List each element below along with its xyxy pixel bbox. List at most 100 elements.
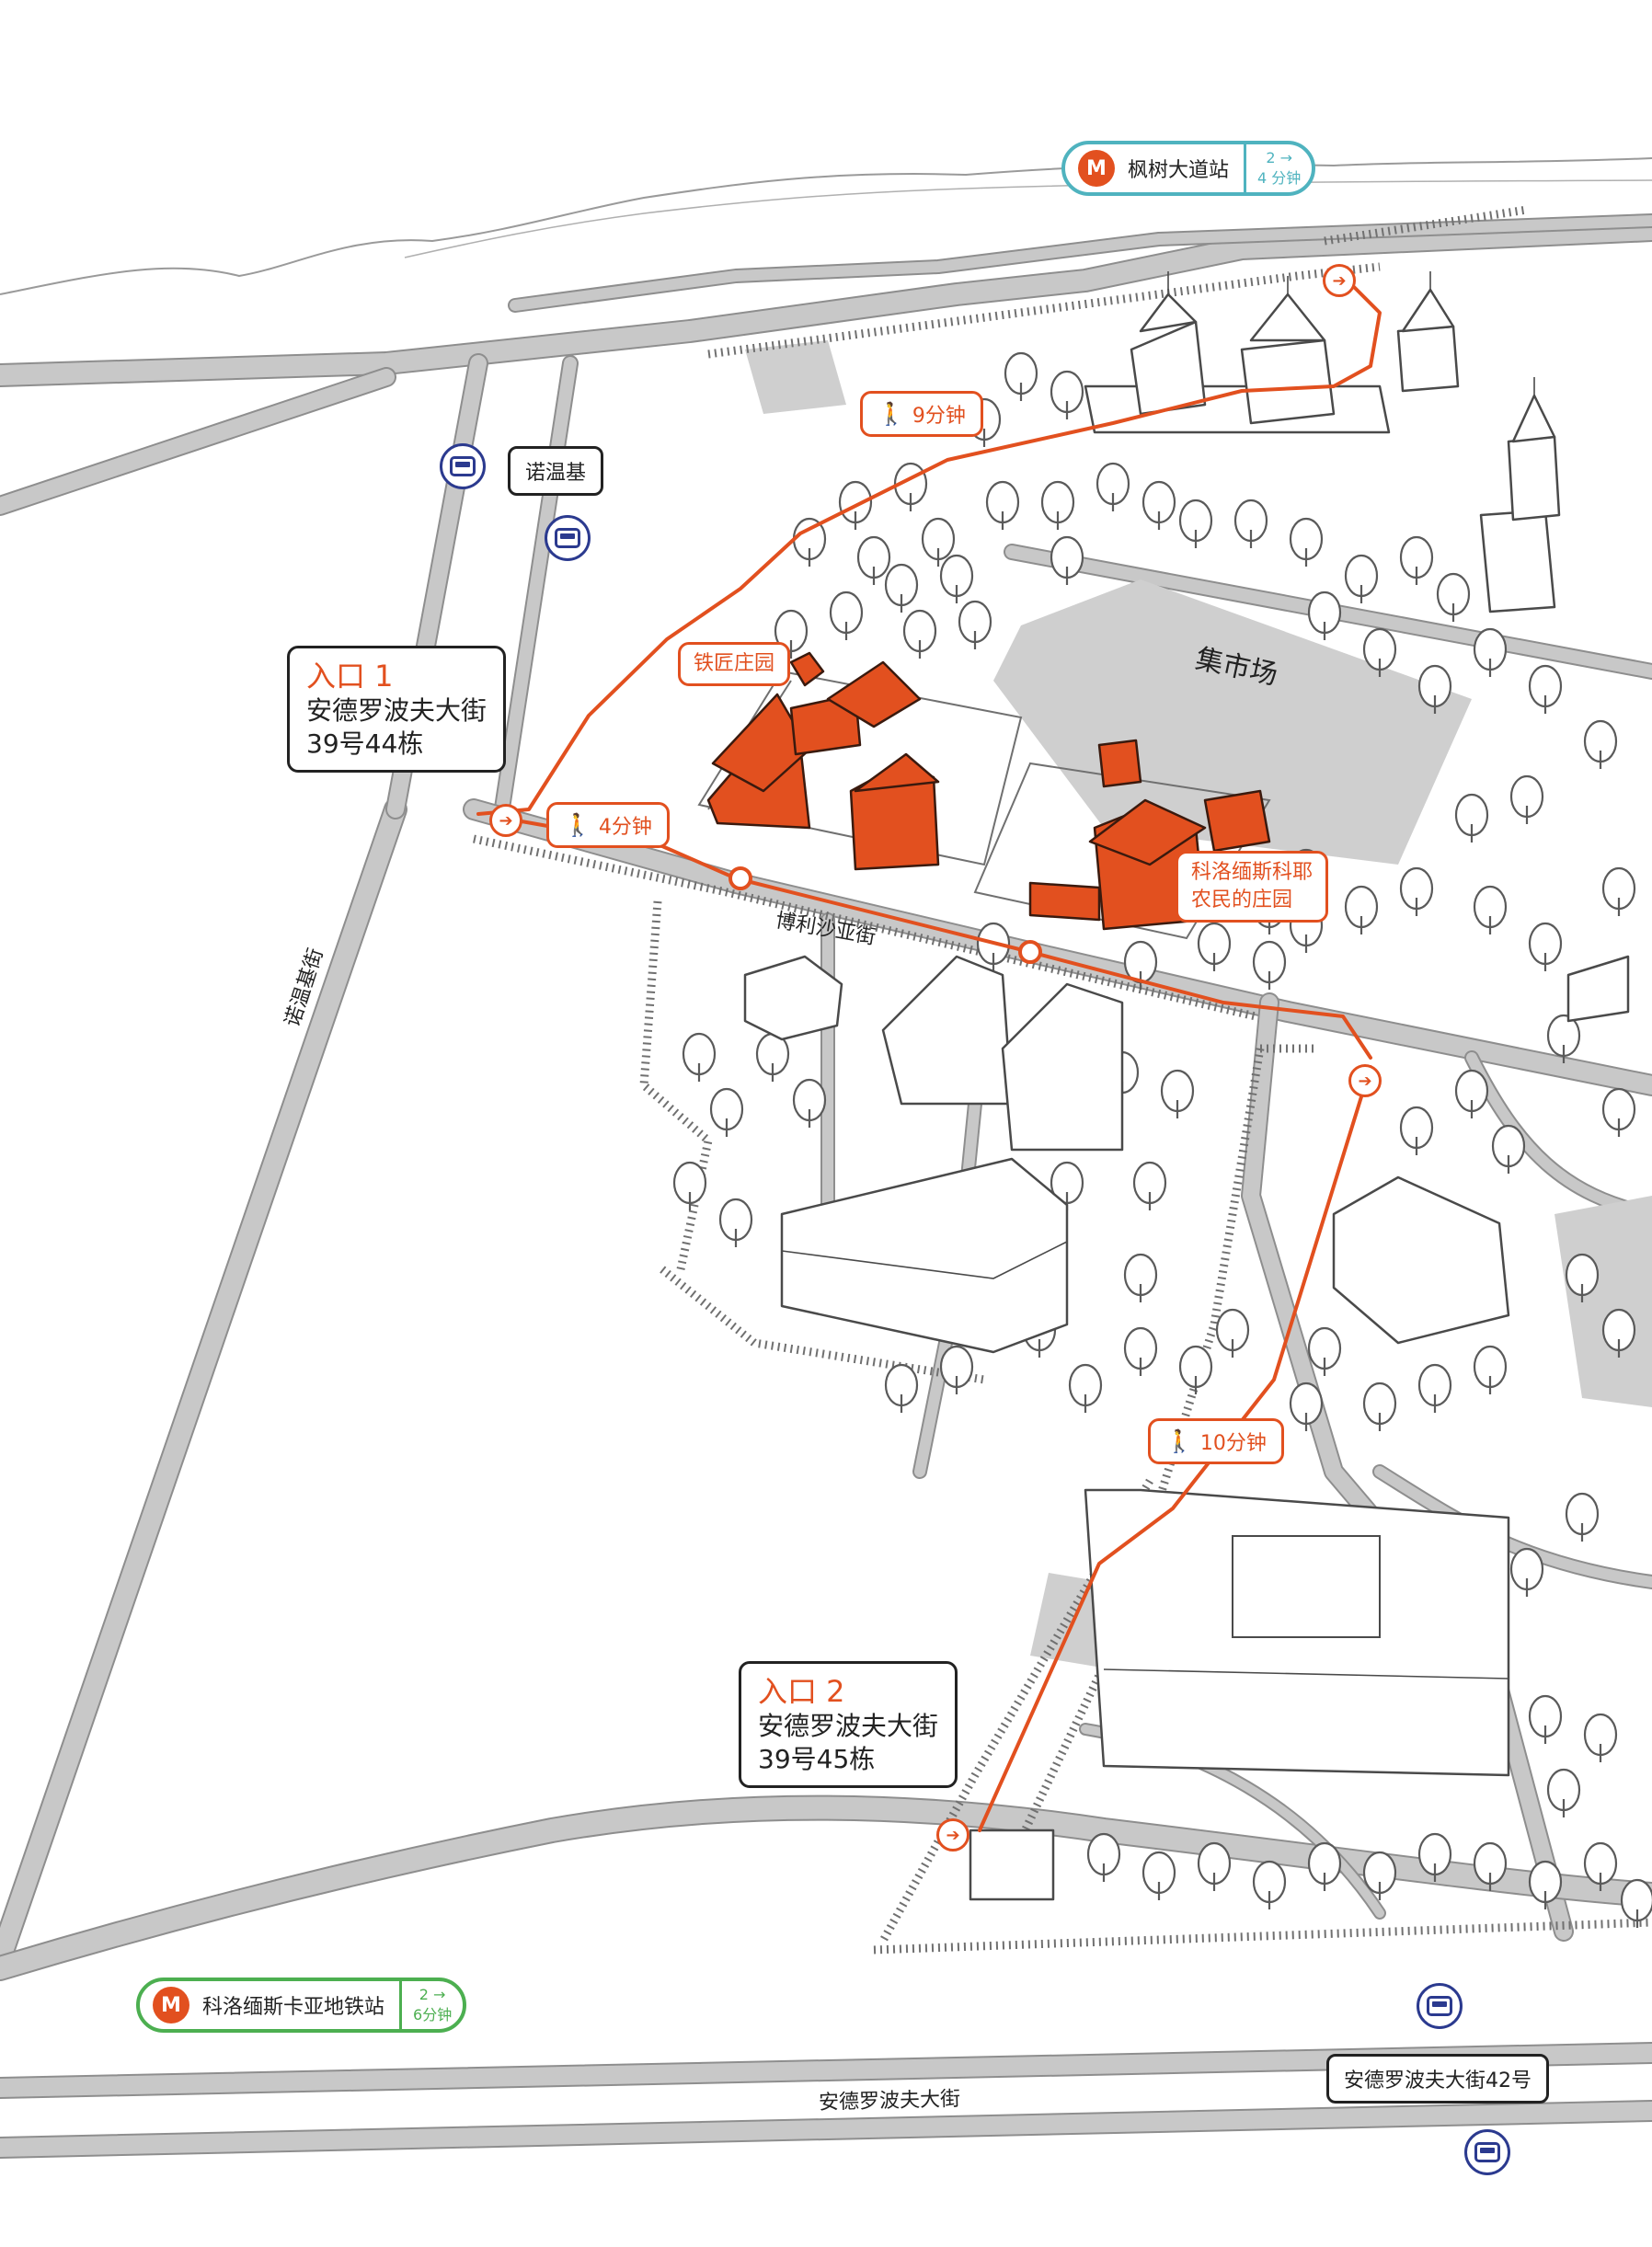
metro-time-line2: 4 分钟	[1257, 169, 1302, 187]
tree-icon	[1417, 664, 1452, 714]
tree-icon	[884, 563, 919, 613]
metro-time-line2: 6分钟	[413, 2006, 453, 2023]
bus-icon[interactable]	[1464, 2129, 1510, 2175]
tree-icon	[1123, 1326, 1158, 1376]
tree-icon	[1141, 1851, 1176, 1900]
walk-time-label: 9分钟	[912, 405, 966, 428]
tree-icon	[838, 480, 873, 530]
tree-icon	[1344, 885, 1379, 934]
tree-icon	[1233, 499, 1268, 548]
metro-station-top[interactable]: M 枫树大道站 2 → 4 分钟	[1061, 141, 1316, 196]
tree-icon	[902, 609, 937, 659]
tree-icon	[1436, 572, 1471, 622]
bus-stop-label: 安德罗波夫大街42号	[1326, 2054, 1549, 2104]
tree-icon	[1583, 1841, 1618, 1891]
entrance-address-line1: 安德罗波夫大街	[758, 1711, 939, 1741]
tree-icon	[1096, 462, 1130, 511]
tree-icon	[1197, 922, 1232, 971]
metro-station-name: 科洛缅斯卡亚地铁站	[202, 1996, 385, 2019]
tree-icon	[1417, 1363, 1452, 1413]
tree-icon	[1197, 1841, 1232, 1891]
bus-icon[interactable]	[1417, 1983, 1463, 2029]
tree-icon	[893, 462, 928, 511]
tree-icon	[1215, 1308, 1250, 1358]
tree-icon	[1620, 1878, 1652, 1928]
metro-transfer-time: 2 → 4 分钟	[1244, 144, 1312, 192]
tree-icon	[1583, 719, 1618, 769]
tree-icon	[1583, 1713, 1618, 1762]
tree-icon	[1160, 1069, 1195, 1118]
tree-icon	[1307, 1326, 1342, 1376]
tree-icon	[1546, 1768, 1581, 1817]
tree-icon	[1417, 1832, 1452, 1882]
tree-icon	[1601, 1087, 1636, 1137]
entrance-address-line1: 安德罗波夫大街	[306, 695, 488, 726]
bus-icon[interactable]	[440, 443, 486, 489]
fences	[473, 205, 1652, 1955]
metro-station-bottom[interactable]: M 科洛缅斯卡亚地铁站 2 → 6分钟	[136, 1978, 467, 2033]
metro-station-name: 枫树大道站	[1128, 159, 1230, 182]
tree-icon	[1473, 1345, 1508, 1394]
tree-icon	[1004, 351, 1038, 401]
right-plaza	[1554, 1196, 1652, 1407]
walk-time-badge: 🚶 9分钟	[860, 391, 983, 437]
bus-glyph	[1474, 2142, 1500, 2162]
tree-icon	[1362, 1381, 1397, 1431]
entrance-address-line2: 39号44栋	[306, 728, 424, 759]
tree-icon	[985, 480, 1020, 530]
tree-icon	[1362, 1851, 1397, 1900]
entrance-arrow-icon[interactable]: ➔	[936, 1818, 969, 1851]
walk-time-badge: 🚶 4分钟	[546, 802, 670, 848]
tree-icon	[1454, 793, 1489, 843]
walking-person-icon: 🚶	[878, 401, 905, 427]
entrance-address-line2: 39号45栋	[758, 1744, 876, 1774]
tree-icon	[1473, 627, 1508, 677]
tree-icon	[1252, 1860, 1287, 1909]
entrance-arrow-icon[interactable]: ➔	[1323, 264, 1356, 297]
walking-person-icon: 🚶	[1165, 1428, 1193, 1454]
parking-area	[745, 340, 846, 414]
entrance-2-callout: 入口 2 安德罗波夫大街 39号45栋	[739, 1661, 958, 1788]
tree-icon	[1307, 590, 1342, 640]
bus-stop-label: 诺温基	[508, 446, 604, 496]
metro-m-icon: M	[153, 1987, 189, 2023]
entrance-arrow-icon[interactable]: ➔	[489, 804, 522, 837]
metro-time-line1: 2 →	[419, 1986, 446, 2003]
peasant-estate-line1: 科洛缅斯科耶	[1191, 861, 1314, 884]
tree-icon	[792, 517, 827, 567]
bus-icon[interactable]	[545, 515, 591, 561]
tree-icon	[1528, 1860, 1563, 1909]
tree-icon	[1068, 1363, 1103, 1413]
tree-icon	[856, 535, 891, 585]
peasant-estate-label[interactable]: 科洛缅斯科耶 农民的庄园	[1176, 851, 1329, 923]
tree-icon	[1528, 664, 1563, 714]
tree-icon	[1491, 1124, 1526, 1174]
tree-icon	[1040, 480, 1075, 530]
tree-icon	[1601, 1308, 1636, 1358]
street-label-andropova: 安德罗波夫大街	[818, 2087, 961, 2115]
entrance-arrow-icon[interactable]: ➔	[1348, 1064, 1382, 1097]
tree-icon	[1123, 1253, 1158, 1302]
tree-icon	[1252, 940, 1287, 990]
route-stop-marker	[1018, 940, 1042, 964]
tree-icon	[958, 600, 992, 649]
tree-icon	[1344, 554, 1379, 603]
walking-person-icon: 🚶	[564, 812, 591, 838]
tree-icon	[1399, 1106, 1434, 1155]
tree-icon	[1565, 1253, 1600, 1302]
tree-icon	[709, 1087, 744, 1137]
metro-m-icon: M	[1078, 150, 1115, 187]
route-stop-marker	[728, 866, 752, 890]
tree-icon	[1178, 1345, 1213, 1394]
tree-icon	[939, 554, 974, 603]
wooden-fortress	[1084, 271, 1561, 613]
walk-time-badge: 🚶 10分钟	[1148, 1418, 1284, 1464]
entrance-title: 入口 1	[306, 659, 394, 694]
tree-icon	[1050, 1161, 1084, 1210]
tree-icon	[1141, 480, 1176, 530]
market-square-area	[993, 579, 1472, 865]
blacksmith-estate-label[interactable]: 铁匠庄园	[678, 642, 791, 686]
tree-icon	[672, 1161, 707, 1210]
